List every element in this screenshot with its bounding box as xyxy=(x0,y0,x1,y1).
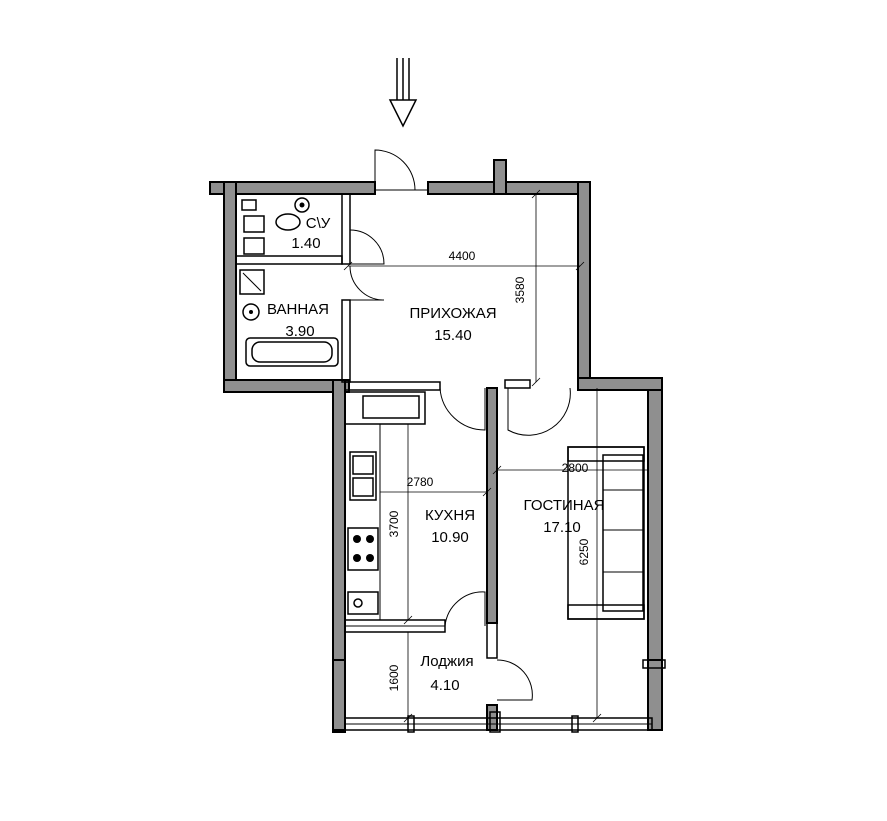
dimension-lines xyxy=(343,189,648,723)
hall-area: 15.40 xyxy=(434,327,472,344)
dim-kitchen-depth: 3700 xyxy=(387,510,401,537)
hall-name: ПРИХОЖАЯ xyxy=(409,305,496,322)
dim-living-width: 2800 xyxy=(562,461,589,475)
kitchen-fixtures xyxy=(344,391,426,620)
toilet-fixtures xyxy=(241,197,310,255)
dim-loggia-depth: 1600 xyxy=(387,664,401,691)
kitchen-area: 10.90 xyxy=(431,529,469,546)
dim-kitchen-width: 2780 xyxy=(407,475,434,489)
doors xyxy=(349,149,571,701)
inner-walls xyxy=(235,193,531,731)
kitchen-name: КУХНЯ xyxy=(425,507,475,524)
entrance-arrow-icon xyxy=(388,58,418,128)
toilet-area: 1.40 xyxy=(291,235,320,252)
dim-hall-depth: 3580 xyxy=(513,276,527,303)
bath-name: ВАННАЯ xyxy=(267,301,329,318)
dim-living-depth: 6250 xyxy=(577,538,591,565)
living-sofa xyxy=(567,446,645,620)
toilet-name: С\У xyxy=(306,215,331,232)
loggia-outline xyxy=(332,659,666,733)
dim-hall-width: 4400 xyxy=(449,249,476,263)
living-area: 17.10 xyxy=(543,519,581,536)
loggia-area: 4.10 xyxy=(430,677,459,694)
living-name: ГОСТИНАЯ xyxy=(524,497,605,514)
bath-fixtures xyxy=(239,269,339,367)
loggia-name: Лоджия xyxy=(420,653,473,670)
outer-walls xyxy=(209,159,663,733)
bath-area: 3.90 xyxy=(285,323,314,340)
